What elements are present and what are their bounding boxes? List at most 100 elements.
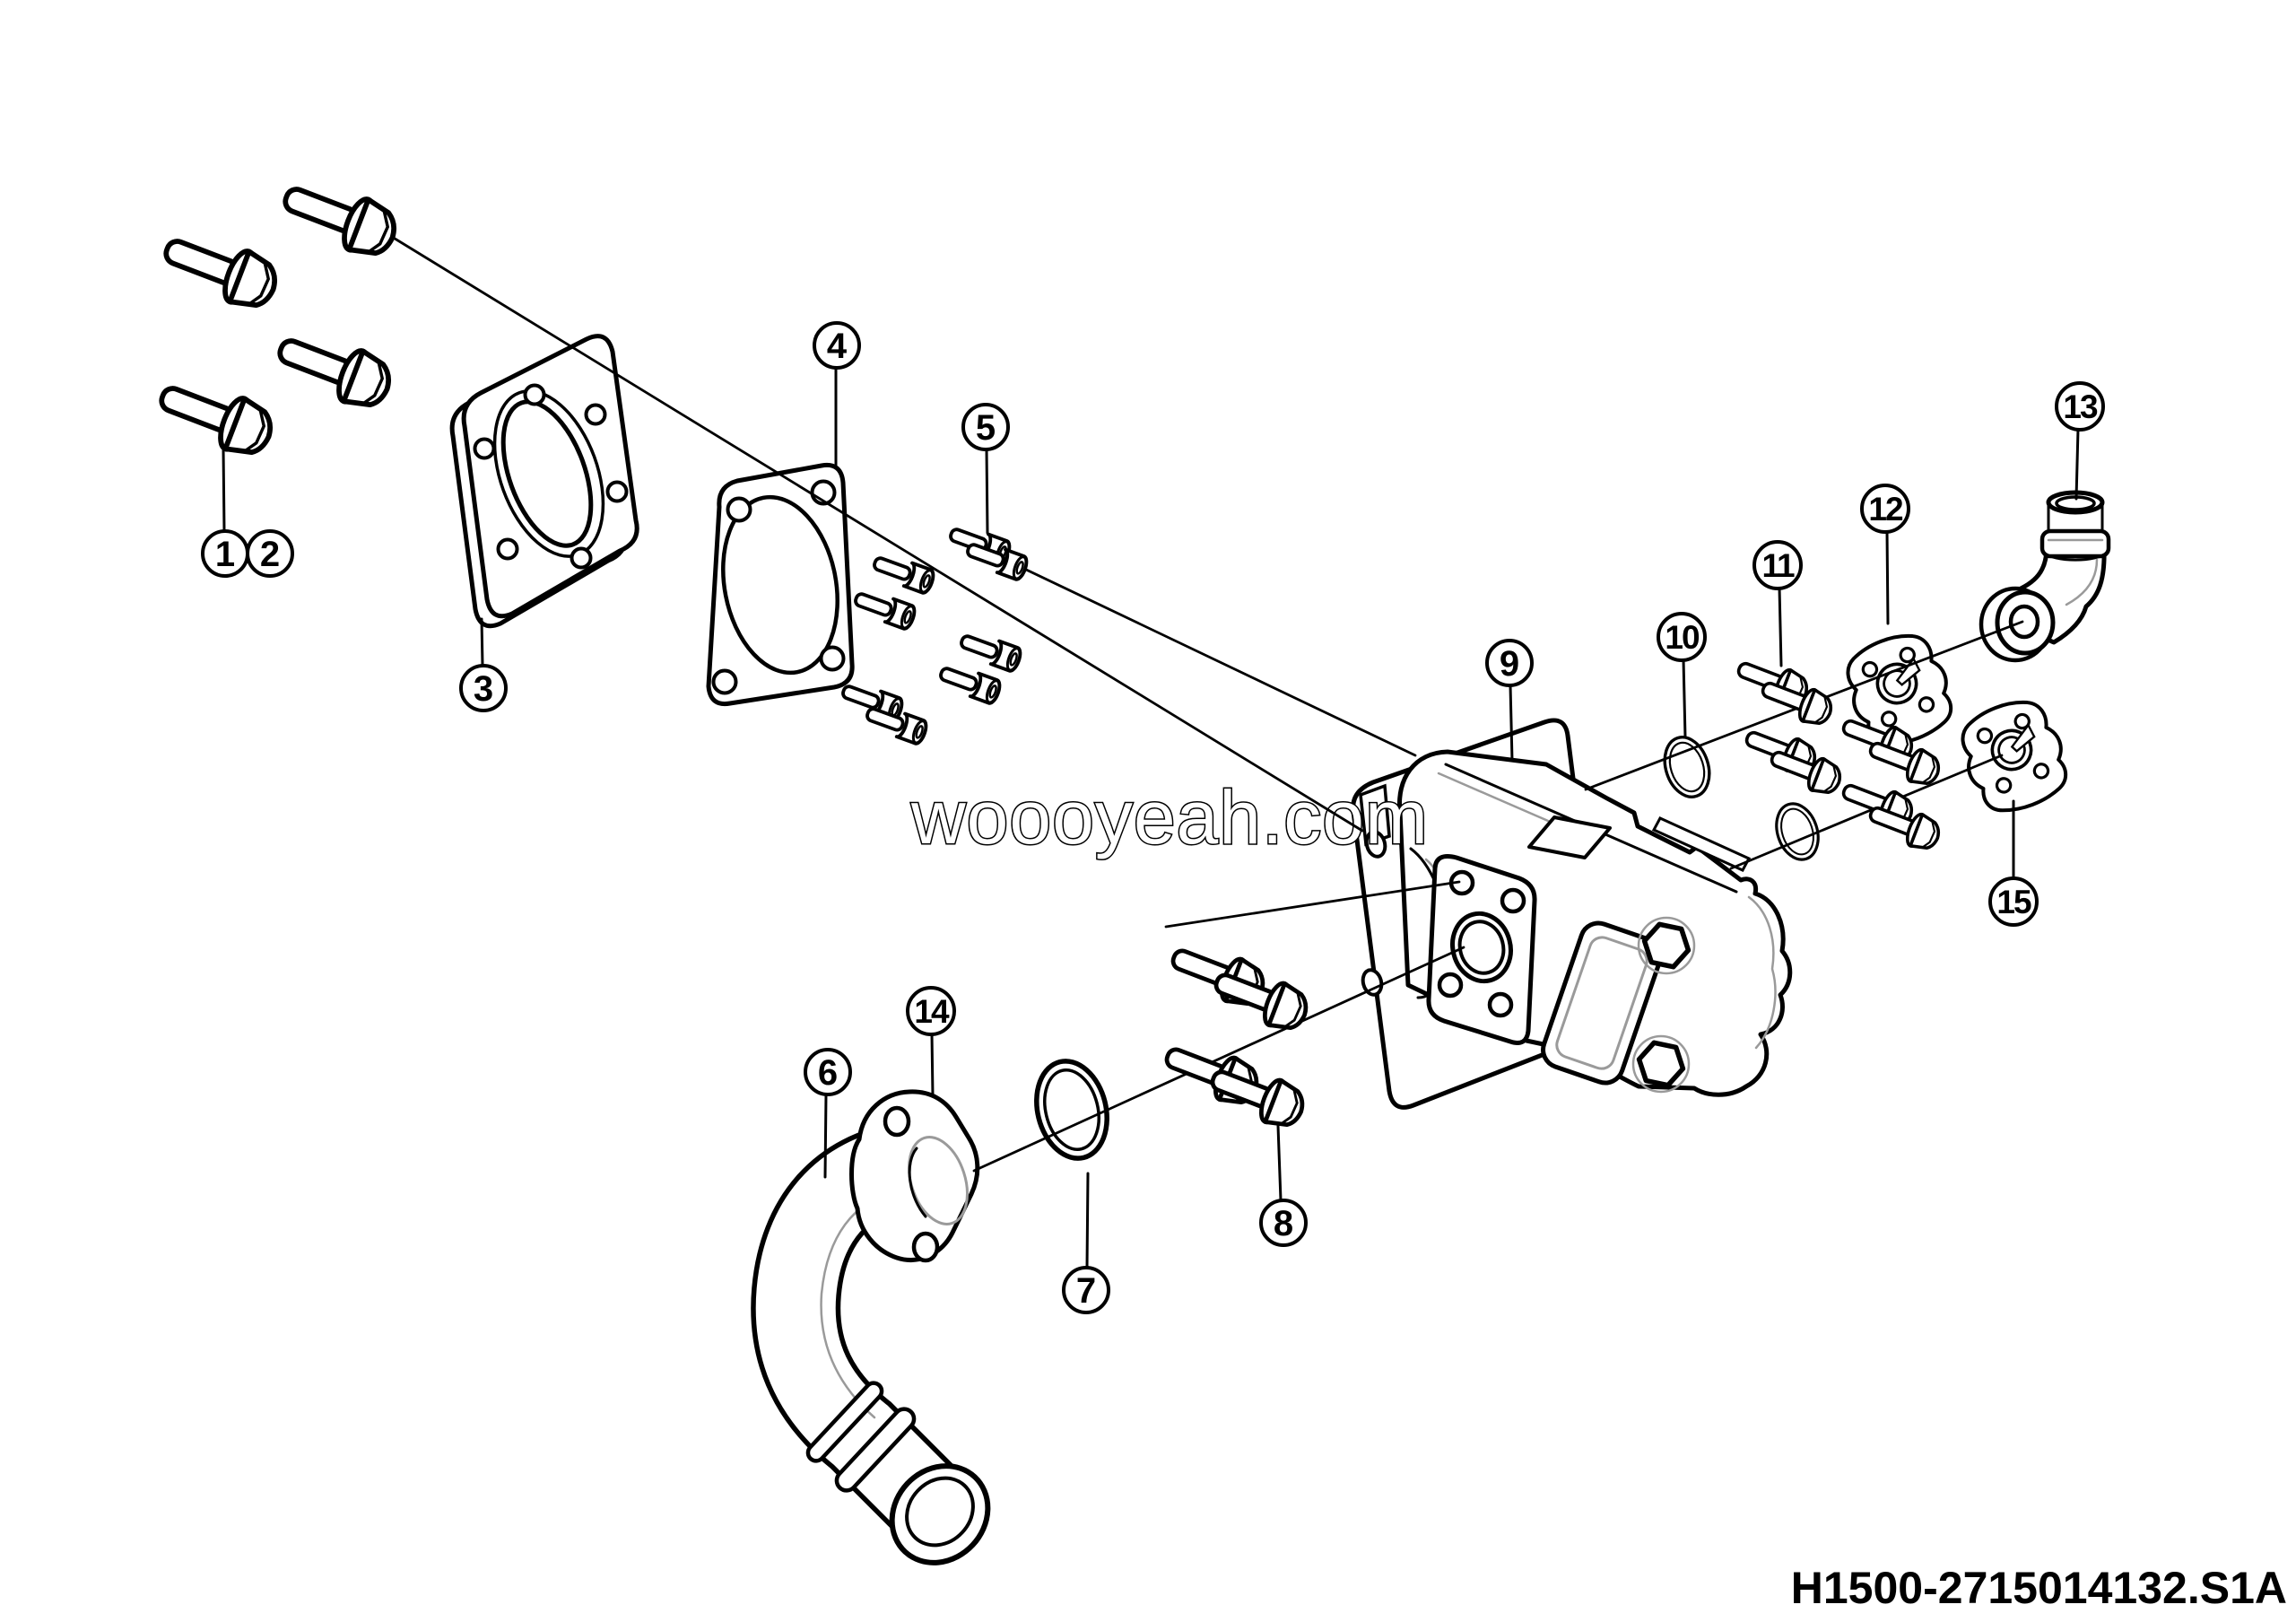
- callout-number: 7: [1076, 1271, 1096, 1311]
- callout-8[interactable]: 8: [1259, 1199, 1308, 1247]
- adapter-hole: [473, 437, 496, 460]
- callout-6[interactable]: 6: [804, 1048, 852, 1096]
- pump-top-slot: [1651, 816, 1752, 872]
- callout-number: 8: [1274, 1204, 1293, 1243]
- pipe-bead: [805, 1381, 884, 1463]
- callout-number: 4: [827, 327, 848, 366]
- elbow-collar: [2039, 528, 2111, 559]
- plug-boss: [1637, 916, 1696, 975]
- callout-number: 13: [2063, 388, 2098, 425]
- o-ring-7: [1027, 1053, 1117, 1165]
- assembly-axis-lines: [390, 235, 2024, 1173]
- callout-10[interactable]: 10: [1657, 612, 1707, 662]
- callout-number: 9: [1500, 644, 1519, 684]
- socket-screw-icon: [850, 585, 919, 632]
- socket-screws: [838, 520, 1031, 747]
- pipe-end-bore: [905, 1476, 975, 1548]
- callout-2[interactable]: 2: [246, 529, 294, 578]
- pump-side-pad-inner: [1555, 936, 1648, 1070]
- callout-14[interactable]: 14: [906, 986, 956, 1036]
- mounting-bolts: [153, 172, 403, 462]
- callout-3[interactable]: 3: [459, 664, 508, 712]
- callout-circle[interactable]: [906, 986, 956, 1036]
- drawing-number: H1500-2715014132.S1A: [1791, 1563, 2287, 1613]
- callout-number: 15: [1996, 884, 2031, 920]
- callout-12[interactable]: 12: [1860, 484, 1910, 534]
- pipe-seat-edge: [908, 1147, 927, 1218]
- flange-bolt-icon: [277, 172, 403, 263]
- adapter-flange: [449, 334, 639, 629]
- flange-bolt-icon: [153, 371, 279, 462]
- callout-15[interactable]: 15: [1988, 876, 2039, 927]
- pump-assembly: [1351, 718, 1793, 1110]
- callout-number: 3: [474, 669, 493, 709]
- callout-13[interactable]: 13: [2055, 381, 2105, 432]
- watermark-text: woooyeah.com: [910, 775, 1429, 859]
- axis-line-screws-to-pump: [1019, 565, 1417, 757]
- callout-number: 5: [976, 408, 996, 448]
- pump-side-pad: [1541, 920, 1663, 1086]
- port-bore-inner: [1457, 920, 1506, 975]
- flange-bolts-8: [1160, 937, 1312, 1133]
- callout-circle[interactable]: [1860, 484, 1910, 534]
- pipe-flange-half: [849, 1089, 980, 1263]
- flange-bolt-icon: [158, 224, 283, 315]
- plate-notch: [1359, 783, 1391, 847]
- socket-screw-icon: [935, 659, 1004, 707]
- axis-line-port-to-clamp15: [1729, 754, 2004, 870]
- callout-number: 2: [260, 535, 280, 574]
- callout-4[interactable]: 4: [813, 321, 861, 370]
- elbow-detail: [2047, 538, 2104, 606]
- callout-number: 6: [818, 1053, 838, 1093]
- callout-number: 11: [1761, 547, 1795, 584]
- callout-circle[interactable]: [1259, 1199, 1308, 1247]
- socket-screw-icon: [869, 549, 938, 597]
- adapter-hole: [605, 480, 629, 503]
- flange-hole: [1487, 991, 1514, 1018]
- callout-9[interactable]: 9: [1485, 639, 1534, 687]
- pipe-flange-hole: [911, 1231, 940, 1263]
- plug-boss: [1631, 1034, 1691, 1094]
- pipe-bead: [834, 1407, 917, 1493]
- callout-circle[interactable]: [961, 403, 1010, 451]
- pipe-flange-hole: [883, 1105, 911, 1138]
- adapter-hole: [570, 546, 593, 570]
- callout-circle[interactable]: [459, 664, 508, 712]
- gasket-hole: [819, 645, 846, 672]
- flange-hole: [1437, 972, 1464, 998]
- callout-number: 12: [1868, 491, 1903, 528]
- callout-circle[interactable]: [1657, 612, 1707, 662]
- callout-number: 10: [1665, 619, 1700, 656]
- callout-number: 14: [914, 993, 950, 1030]
- callout-7[interactable]: 7: [1062, 1266, 1110, 1314]
- callout-5[interactable]: 5: [961, 403, 1010, 451]
- adapter-hole: [496, 537, 519, 561]
- o-ring-10b: [1768, 797, 1827, 867]
- callout-circle[interactable]: [1485, 639, 1534, 687]
- elbow-port-hole: [2008, 604, 2040, 640]
- pump-key-tab: [1527, 815, 1612, 859]
- plate-hole-bottom: [1361, 968, 1384, 997]
- callout-1[interactable]: 1: [201, 529, 249, 578]
- flange-bolt-icon: [272, 324, 397, 414]
- callout-circle[interactable]: [246, 529, 294, 578]
- adapter-hole: [523, 383, 546, 406]
- gasket-bore: [721, 494, 839, 676]
- callout-11[interactable]: 11: [1752, 540, 1803, 590]
- plate-hole-top: [1364, 830, 1387, 859]
- hex-plug-icon: [1641, 921, 1692, 970]
- socket-screw-icon: [956, 627, 1025, 675]
- gasket-hole: [726, 496, 752, 523]
- callout-circle[interactable]: [1988, 876, 2039, 927]
- callout-circle[interactable]: [813, 321, 861, 370]
- callout-circle[interactable]: [1062, 1266, 1110, 1314]
- adapter-bore: [500, 399, 594, 548]
- elbow-fitting: [1979, 490, 2111, 663]
- endcap-contour: [1747, 895, 1777, 1050]
- callout-circle[interactable]: [804, 1048, 852, 1096]
- callout-circle[interactable]: [1752, 540, 1803, 590]
- adapter-hole: [584, 403, 607, 426]
- callout-circle[interactable]: [2055, 381, 2105, 432]
